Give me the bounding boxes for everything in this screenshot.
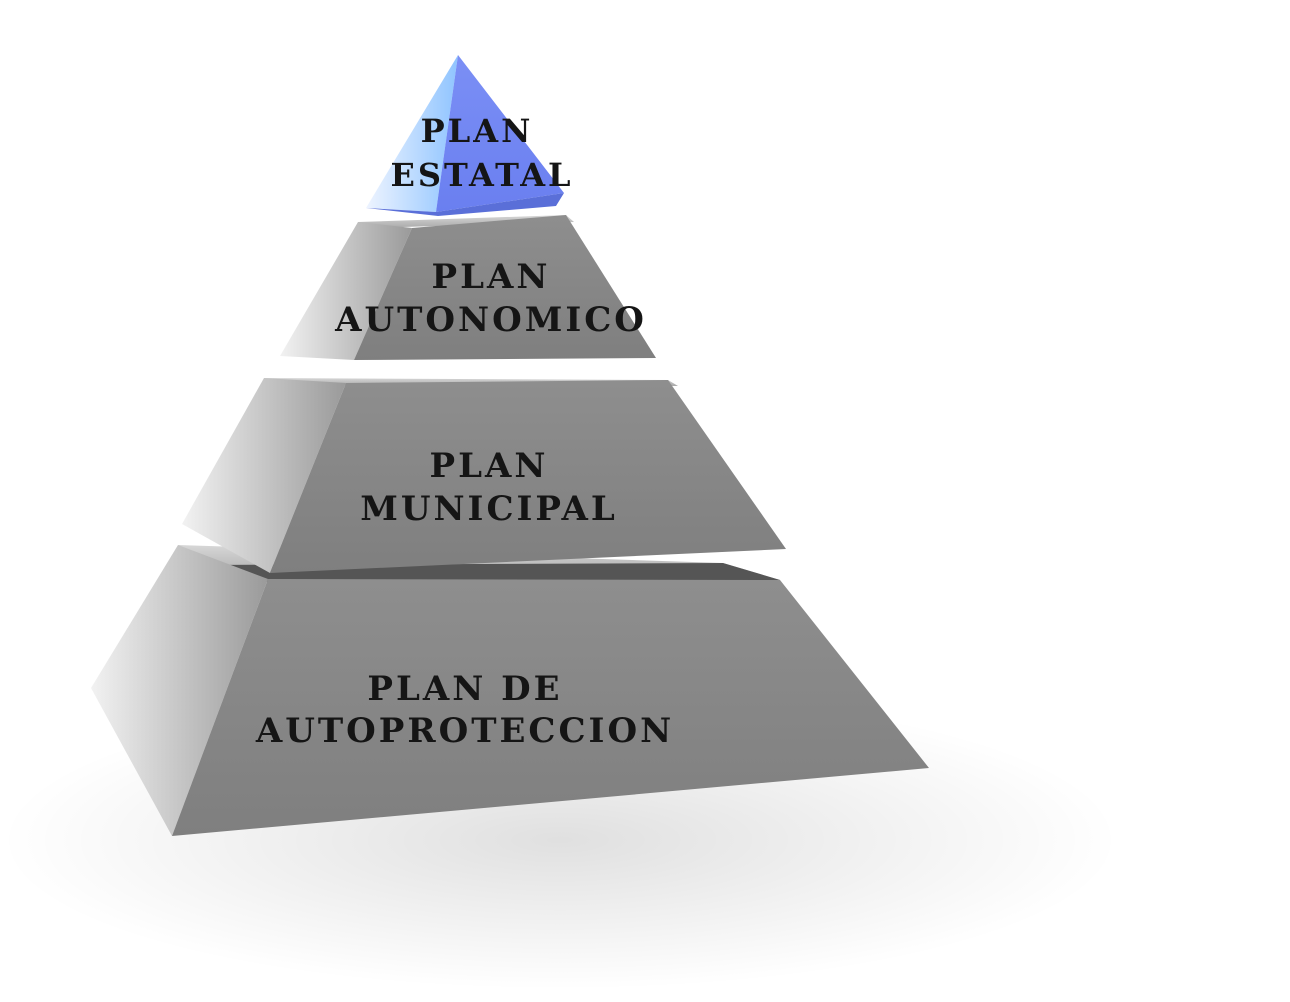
label-autoproteccion-line2: AUTOPROTECCION: [255, 711, 674, 751]
label-autoproteccion-line1: PLAN DE: [367, 669, 562, 709]
label-municipal-line2: MUNICIPAL: [360, 489, 618, 529]
label-autonomico-line1: PLAN: [432, 257, 551, 297]
label-municipal-line1: PLAN: [430, 446, 549, 486]
label-estatal-line2: ESTATAL: [390, 156, 573, 194]
label-autonomico-line2: AUTONOMICO: [334, 300, 647, 340]
label-estatal-line1: PLAN: [421, 112, 534, 150]
